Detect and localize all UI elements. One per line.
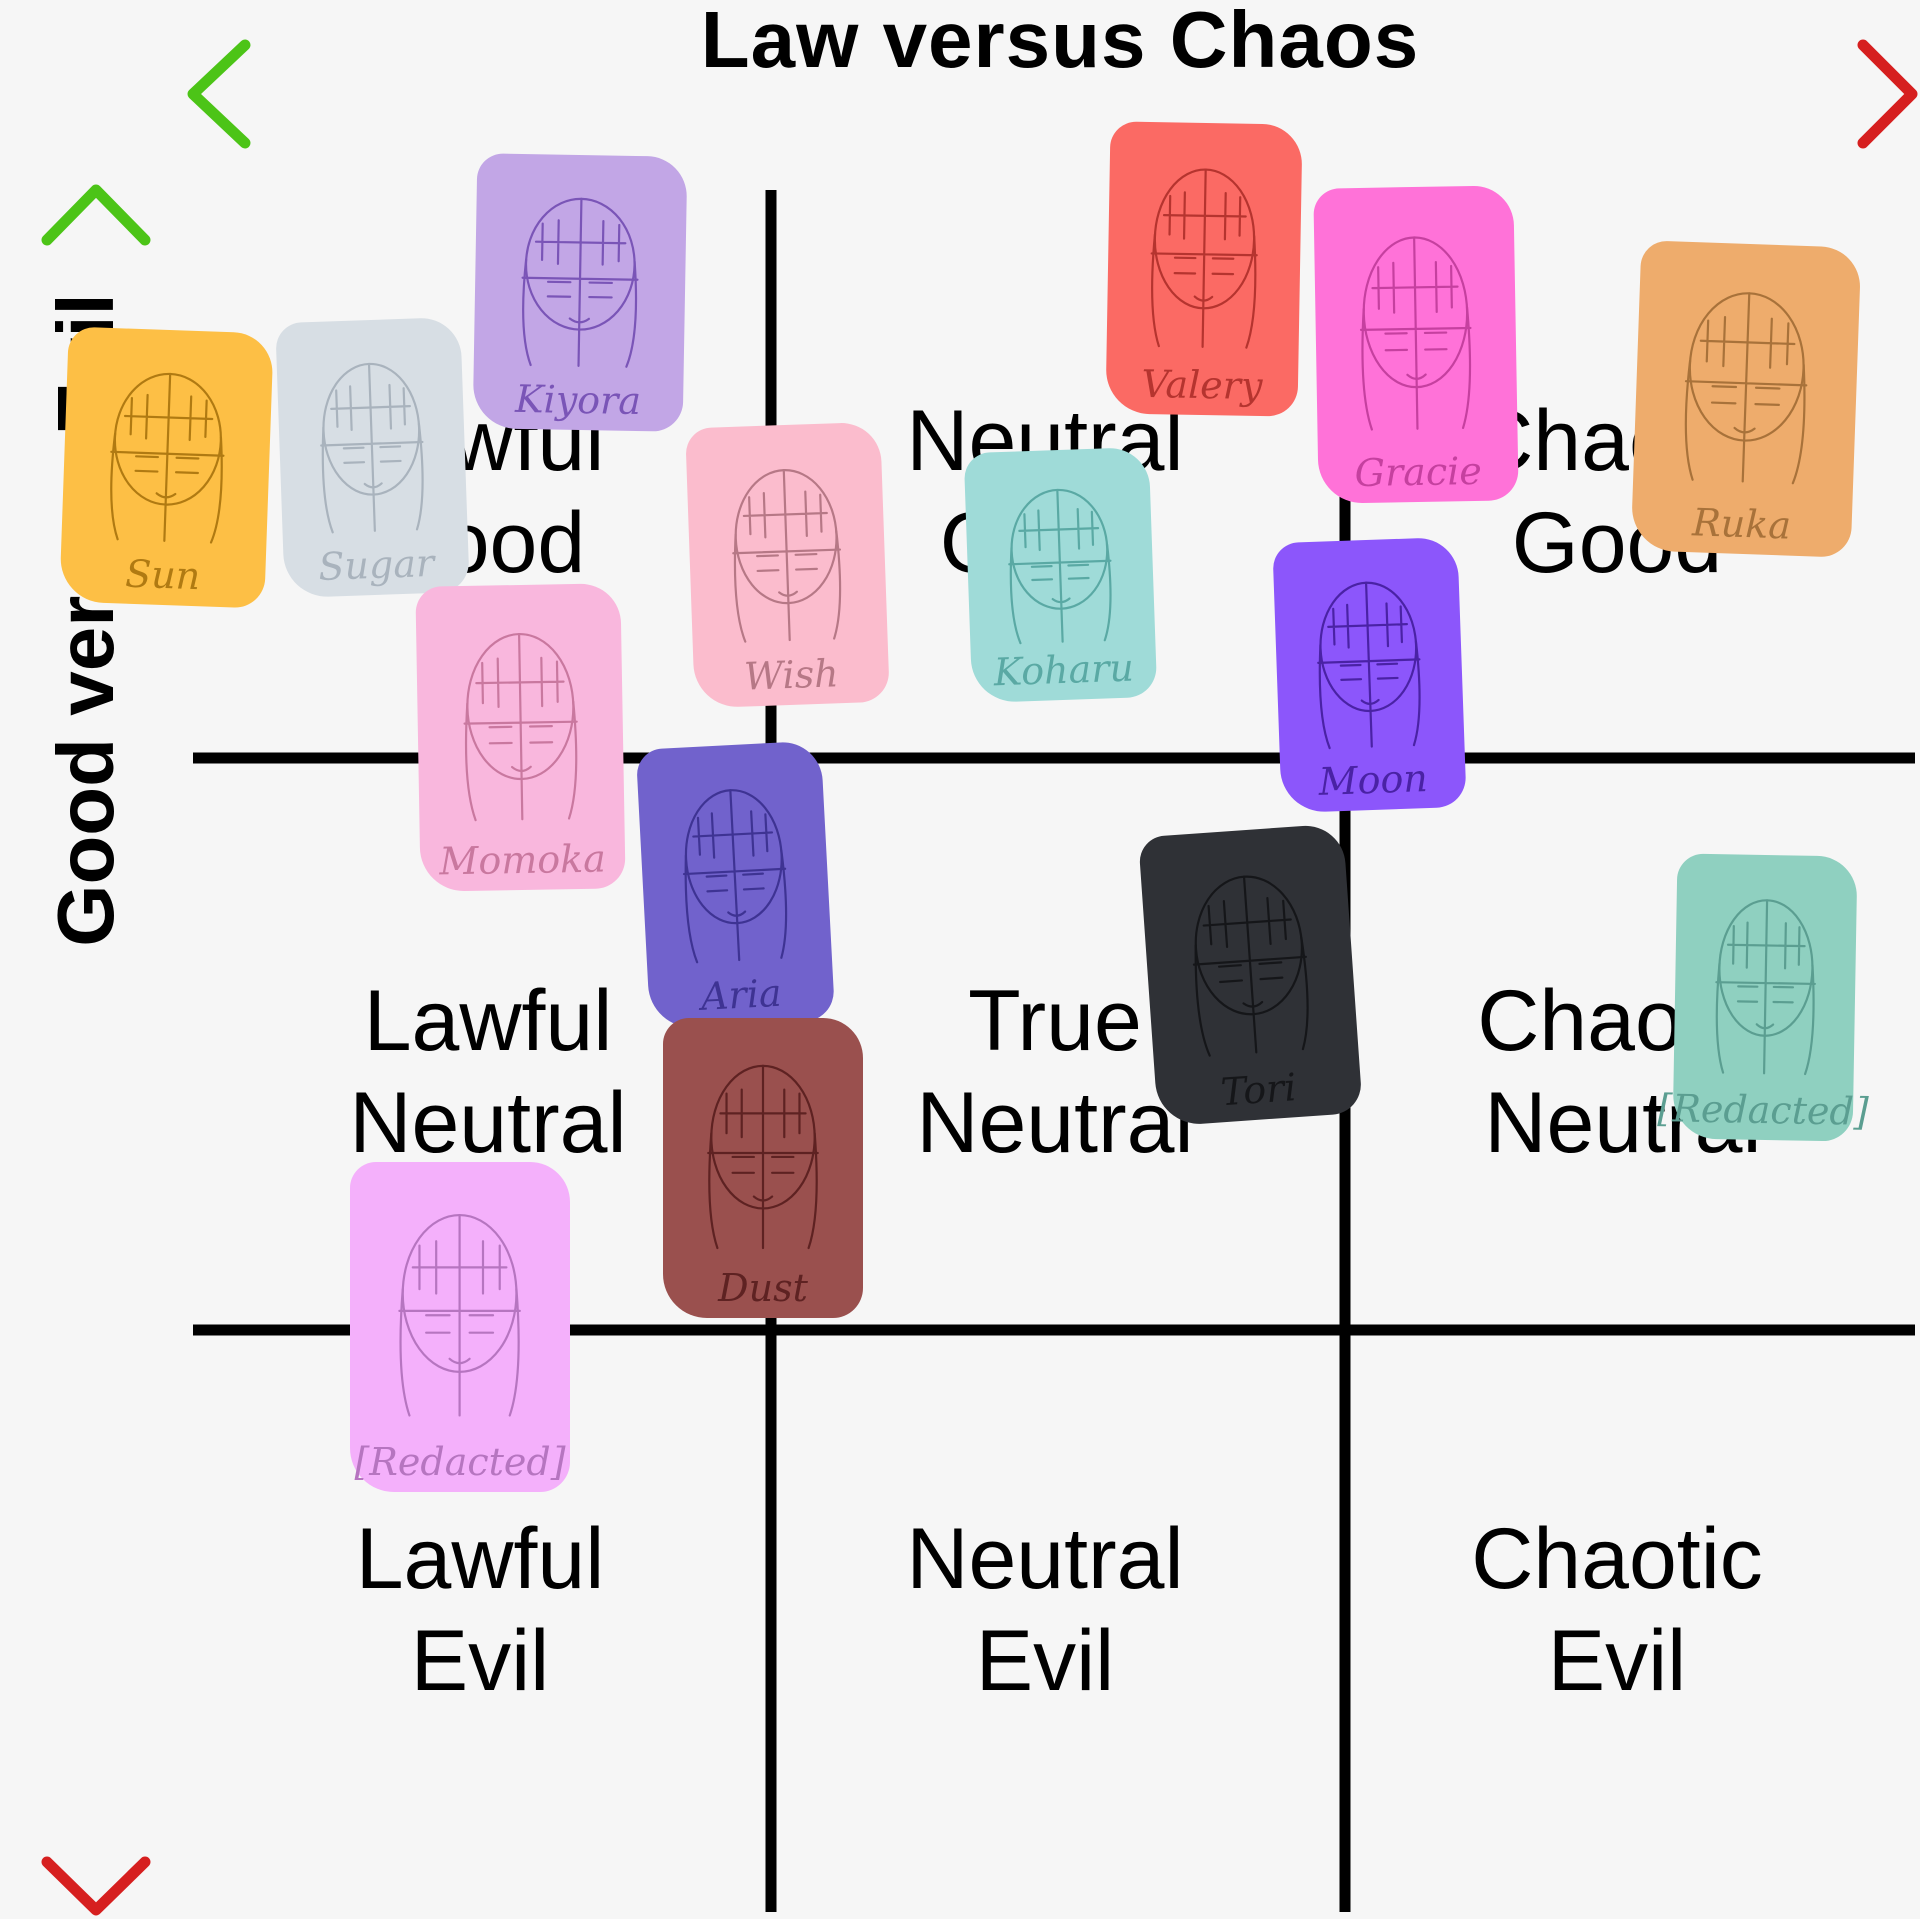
character-face-drawing — [499, 187, 662, 371]
character-sticker-kiyora: Kiyora — [472, 153, 688, 432]
character-face-drawing — [376, 1202, 543, 1420]
character-sticker-sun: Sun — [59, 326, 274, 609]
character-face-drawing — [660, 775, 810, 967]
character-face-drawing — [441, 620, 600, 824]
cell-lawful-evil: Lawful Evil — [355, 1511, 605, 1709]
character-sticker-redacted-chaotic: [Redacted] — [1657, 853, 1869, 1142]
character-sticker-gracie: Gracie — [1313, 185, 1519, 504]
character-sticker-koharu: Koharu — [963, 446, 1158, 704]
character-face-drawing — [710, 456, 865, 646]
character-sticker-redacted-lawful: [Redacted] — [350, 1162, 570, 1492]
character-sticker-tori: Tori — [1138, 823, 1363, 1127]
character-sticker-moon: Moon — [1272, 536, 1467, 814]
character-face-drawing — [1165, 860, 1334, 1062]
character-face-drawing — [1296, 570, 1443, 753]
cell-lawful-neutral: Lawful Neutral — [349, 973, 627, 1171]
character-face-drawing — [299, 351, 446, 537]
law-chaos-arrow — [187, 39, 1918, 149]
character-sticker-aria: Aria — [635, 740, 836, 1030]
character-face-drawing — [1695, 888, 1835, 1078]
cell-neutral-evil: Neutral Evil — [906, 1511, 1184, 1709]
character-face-drawing — [987, 478, 1133, 648]
character-sticker-momoka: Momoka — [415, 583, 626, 892]
character-face-drawing — [86, 360, 248, 547]
character-sticker-sugar: Sugar — [275, 316, 470, 599]
character-sticker-dust: Dust — [663, 1018, 863, 1318]
law-versus-chaos-title: Law versus Chaos — [700, 0, 1420, 84]
character-sticker-wish: Wish — [685, 421, 890, 709]
character-face-drawing — [1338, 223, 1494, 434]
good-versus-evil-title: Good versus Evil — [41, 293, 130, 947]
cell-true-neutral: True Neutral — [916, 973, 1194, 1171]
character-face-drawing — [1130, 157, 1279, 352]
character-face-drawing — [1659, 278, 1833, 488]
character-face-drawing — [687, 1054, 839, 1252]
character-sticker-ruka: Ruka — [1630, 240, 1862, 558]
cell-chaotic-evil: Chaotic Evil — [1471, 1511, 1763, 1709]
character-sticker-valery: Valery — [1105, 121, 1303, 417]
